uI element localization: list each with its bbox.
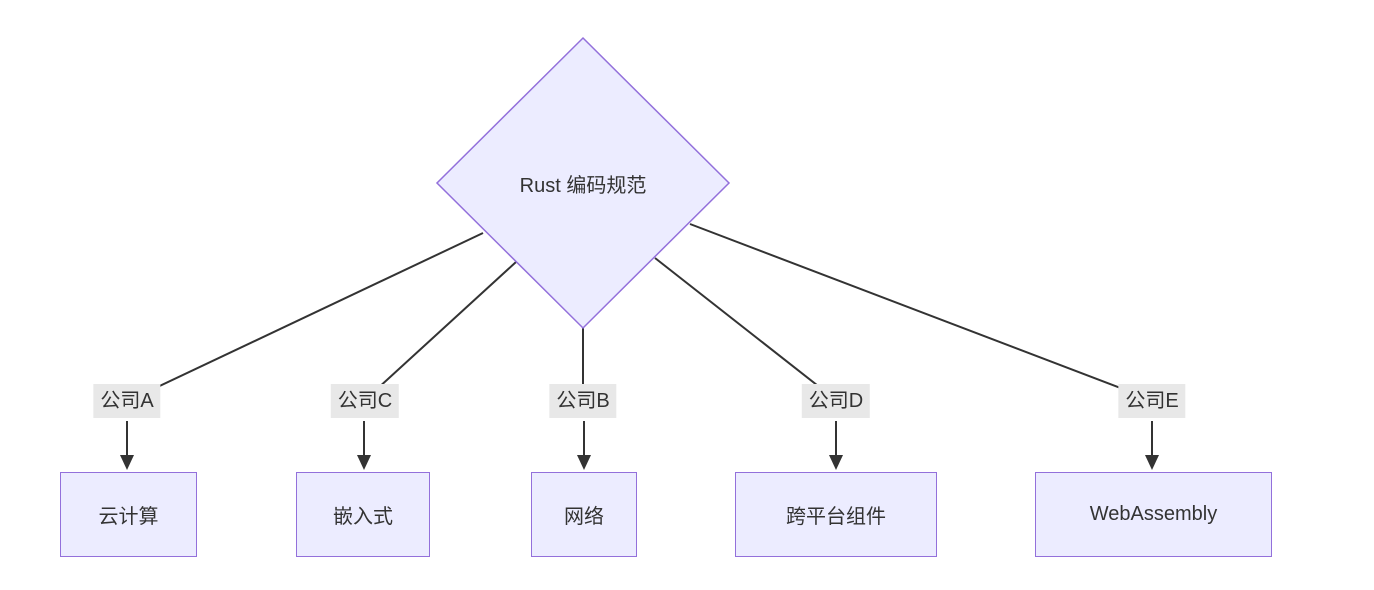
edge-d-arrowhead-icon: [829, 455, 843, 470]
edge-a-arrowhead-icon: [120, 455, 134, 470]
root-node-label: Rust 编码规范: [519, 174, 647, 197]
node-network: 网络: [531, 472, 637, 557]
edge-e-arrowhead-icon: [1145, 455, 1159, 470]
edge-c-arrowhead-icon: [357, 455, 371, 470]
edge-a-line: [129, 232, 484, 401]
root-node-diamond: [435, 36, 731, 330]
node-embedded: 嵌入式: [296, 472, 430, 557]
edge-c-line: [364, 261, 517, 401]
edge-e-line: [689, 223, 1153, 401]
edge-b-arrowhead-icon: [577, 455, 591, 470]
edge-label-company-d: 公司D: [801, 384, 871, 418]
edge-label-company-e: 公司E: [1118, 384, 1186, 418]
node-webassembly: WebAssembly: [1035, 472, 1272, 557]
node-cross-platform: 跨平台组件: [735, 472, 937, 557]
edge-label-company-b: 公司B: [549, 384, 617, 418]
edge-label-company-a: 公司A: [93, 384, 161, 418]
edge-label-company-c: 公司C: [330, 384, 400, 418]
node-cloud-computing: 云计算: [60, 472, 197, 557]
edge-d-line: [654, 257, 837, 401]
